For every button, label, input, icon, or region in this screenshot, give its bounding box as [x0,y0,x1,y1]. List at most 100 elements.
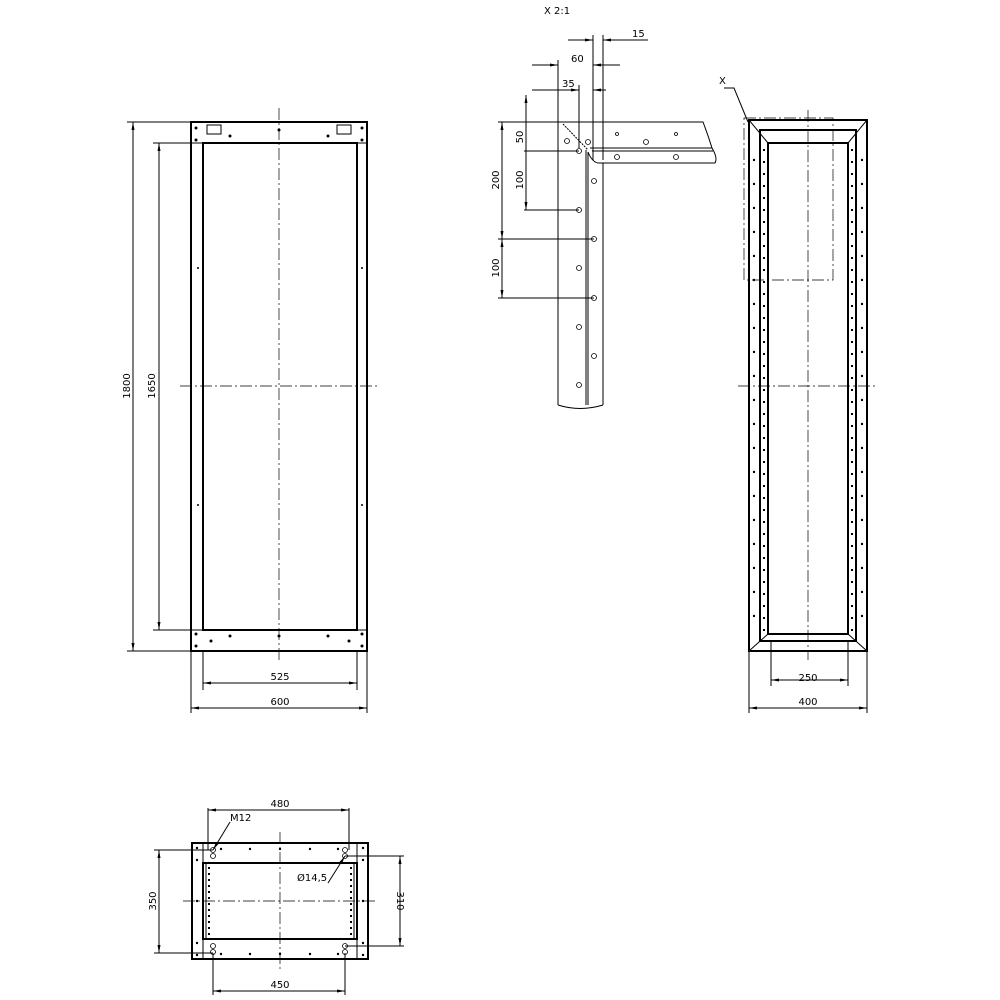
mounting-hole [851,473,853,475]
mounting-hole [860,326,864,330]
mounting-hole [752,518,756,522]
mounting-hole [763,161,765,163]
mounting-hole [752,374,756,378]
mounting-hole [763,329,765,331]
dim-480: 480 [270,799,289,810]
mounting-hole [763,365,765,367]
mounting-hole [752,566,756,570]
mounting-hole [763,425,765,427]
bottom-view: 480 350 310 450 M12 Ø14,5 [148,799,405,995]
mounting-hole [763,413,765,415]
mounting-hole [860,590,864,594]
mounting-hole [350,927,352,929]
mounting-hole [851,521,853,523]
mounting-hole [851,257,853,259]
mounting-hole [763,557,765,559]
mounting-hole [763,221,765,223]
mounting-hole [851,401,853,403]
mounting-hole [208,867,210,869]
mounting-hole [851,461,853,463]
detail-title: X 2:1 [544,6,570,17]
dim-35: 35 [562,79,575,90]
mounting-hole [763,605,765,607]
mounting-hole [851,305,853,307]
side-view: X 250 400 [719,76,878,713]
mounting-hole [763,293,765,295]
mounting-hole [208,909,210,911]
mounting-hole [860,158,864,162]
mounting-hole [752,398,756,402]
dim-600: 600 [270,697,289,708]
mounting-hole [350,921,352,923]
dim-60: 60 [571,54,584,65]
mounting-hole [763,245,765,247]
mounting-hole [851,389,853,391]
mounting-hole [851,293,853,295]
mounting-hole [350,891,352,893]
mounting-hole [763,629,765,631]
mounting-hole [350,915,352,917]
dim-400: 400 [798,697,817,708]
mounting-hole [763,521,765,523]
mounting-hole [851,485,853,487]
mounting-hole [860,206,864,210]
mounting-hole [860,302,864,306]
mounting-hole [208,933,210,935]
mounting-hole [763,485,765,487]
mounting-hole [208,921,210,923]
mounting-hole [763,149,765,151]
mounting-hole [851,221,853,223]
mounting-hole [860,566,864,570]
mounting-hole [763,401,765,403]
mounting-hole [752,278,756,282]
mounting-hole [208,879,210,881]
mounting-hole [860,278,864,282]
dim-350: 350 [148,891,159,910]
mounting-hole [860,614,864,618]
mounting-hole [752,182,756,186]
mounting-hole [860,230,864,234]
mounting-hole [851,557,853,559]
mounting-hole [851,413,853,415]
mounting-hole [763,533,765,535]
mounting-hole [350,903,352,905]
mounting-hole [763,209,765,211]
mounting-hole [752,494,756,498]
mounting-hole [752,422,756,426]
mounting-hole [763,353,765,355]
mounting-hole [763,497,765,499]
dim-310: 310 [394,891,405,910]
mounting-hole [752,326,756,330]
mounting-hole [860,182,864,186]
mounting-hole [208,897,210,899]
mounting-hole [851,509,853,511]
mounting-hole [851,341,853,343]
detail-marker-x: X [719,76,726,87]
mounting-hole [763,461,765,463]
dim-1650: 1650 [147,373,158,398]
mounting-hole [752,446,756,450]
dim-200: 200 [491,170,502,189]
mounting-hole [851,233,853,235]
mounting-hole [763,569,765,571]
dim-100a: 100 [515,170,526,189]
mounting-hole [350,933,352,935]
mounting-hole [350,897,352,899]
mounting-hole [752,254,756,258]
mounting-hole [860,470,864,474]
mounting-hole [763,173,765,175]
mounting-hole [851,353,853,355]
mounting-hole [851,617,853,619]
dim-450: 450 [270,980,289,991]
mounting-hole [851,569,853,571]
mounting-hole [860,494,864,498]
mounting-hole [860,374,864,378]
mounting-hole [851,365,853,367]
mounting-hole [851,173,853,175]
mounting-hole [752,302,756,306]
mounting-hole [860,422,864,426]
mounting-hole [763,185,765,187]
mounting-hole [851,449,853,451]
mounting-hole [350,879,352,881]
